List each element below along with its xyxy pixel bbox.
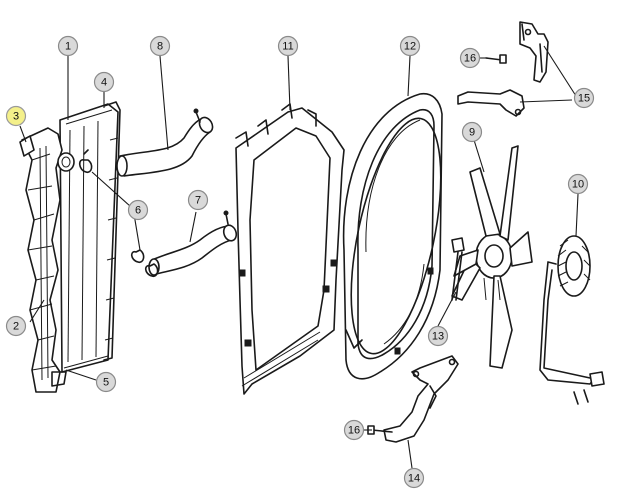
callout-number: 13 — [432, 331, 444, 343]
callout-c9: 9 — [461, 121, 483, 143]
fan-shroud — [235, 103, 345, 395]
callout-circle — [5, 315, 27, 337]
callout-c4: 4 — [93, 71, 115, 93]
callout-circle — [277, 35, 299, 57]
callout-c8: 8 — [149, 35, 171, 57]
callout-c15: 15 — [573, 87, 595, 109]
callout-number: 12 — [404, 41, 416, 53]
callout-c16a: 16 — [459, 47, 481, 69]
callout-number: 14 — [408, 473, 420, 485]
fan-shroud-ring — [342, 92, 443, 380]
callout-c1: 1 — [57, 35, 79, 57]
hose-clamps — [78, 149, 159, 278]
lower-radiator-hose — [148, 210, 238, 276]
callout-c7: 7 — [187, 189, 209, 211]
callout-number: 16 — [348, 425, 360, 437]
callout-circle — [95, 371, 117, 393]
callout-c11: 11 — [277, 35, 299, 57]
callout-circle — [459, 47, 481, 69]
radiator — [19, 101, 121, 393]
callout-circle — [127, 199, 149, 221]
callout-number: 7 — [195, 195, 201, 207]
callout-circle — [343, 419, 365, 441]
callout-number: 9 — [469, 127, 475, 139]
callout-number: 15 — [578, 93, 590, 105]
fan-bolt — [451, 237, 465, 301]
callout-number: 16 — [464, 53, 476, 65]
callout-c13: 13 — [427, 325, 449, 347]
callout-number: 8 — [157, 41, 163, 53]
callout-c14: 14 — [403, 467, 425, 489]
callout-circle — [573, 87, 595, 109]
callout-c16b: 16 — [343, 419, 365, 441]
upper-radiator-hose — [116, 108, 214, 177]
callout-c2: 2 — [5, 315, 27, 337]
lower-bracket — [383, 355, 459, 443]
callout-circle — [403, 467, 425, 489]
callout-circle — [93, 71, 115, 93]
callout-circle — [5, 105, 27, 127]
callout-number: 10 — [572, 179, 584, 191]
callout-c10: 10 — [567, 173, 589, 195]
callout-c5: 5 — [95, 371, 117, 393]
callout-c3: 3 — [5, 105, 27, 127]
callout-circle — [57, 35, 79, 57]
fan-blade — [451, 145, 533, 369]
callout-number: 3 — [13, 111, 19, 123]
leader-lines — [19, 45, 579, 469]
callout-number: 6 — [135, 205, 141, 217]
callout-number: 11 — [282, 41, 293, 53]
callout-c12: 12 — [399, 35, 421, 57]
callout-number: 4 — [101, 77, 107, 89]
callout-number: 1 — [65, 41, 71, 53]
callout-c6: 6 — [127, 199, 149, 221]
fan-clutch — [539, 235, 605, 405]
callout-number: 2 — [13, 321, 19, 333]
callout-circle — [567, 173, 589, 195]
callout-circle — [399, 35, 421, 57]
callout-circle — [427, 325, 449, 347]
callout-circle — [187, 189, 209, 211]
callout-circle — [149, 35, 171, 57]
callout-number: 5 — [103, 377, 109, 389]
mounting-brackets — [457, 21, 549, 117]
callout-circle — [461, 121, 483, 143]
bolt-16-upper — [485, 54, 507, 64]
